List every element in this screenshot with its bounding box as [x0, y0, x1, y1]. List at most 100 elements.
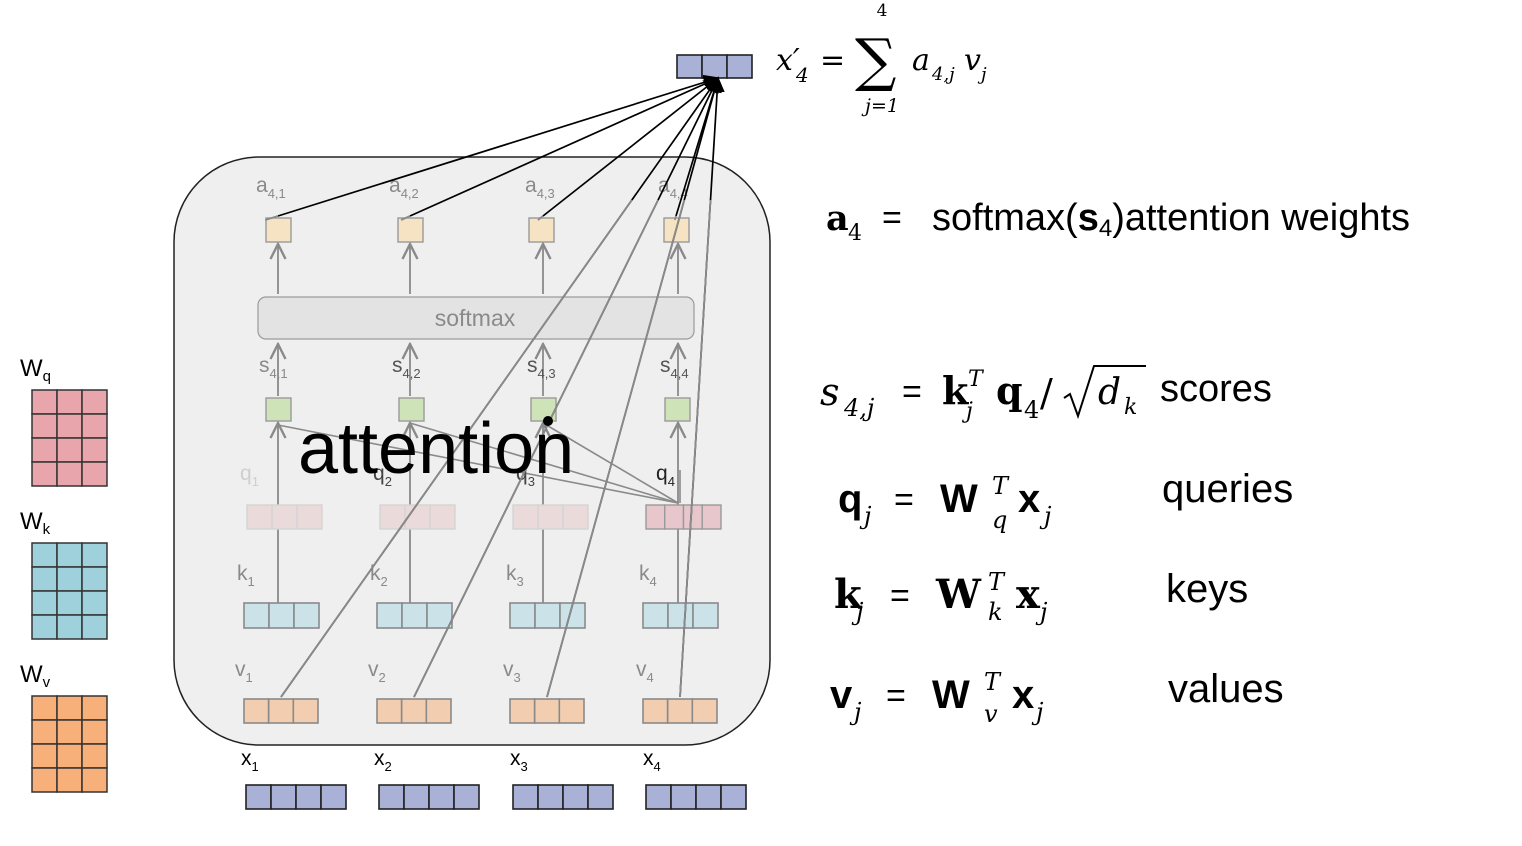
- out-eq-v-sub: j: [977, 64, 987, 85]
- weight-matrix-cell: [56, 590, 83, 616]
- key-label-3-sub: 3: [517, 574, 524, 589]
- weight-label-wk: Wk: [20, 508, 51, 538]
- score-label-4: s4,4: [660, 354, 689, 381]
- key-vector-4-cell: [642, 602, 669, 629]
- output-vector: [676, 54, 753, 79]
- score-label-2-main: s: [392, 354, 403, 377]
- weight-matrix-cell: [81, 437, 108, 463]
- input-vector-3-cell: [562, 784, 589, 810]
- key-label-4-sub: 4: [650, 574, 657, 589]
- value-vector-3-cell: [533, 698, 561, 724]
- output-vector-cell: [676, 54, 703, 79]
- eq-k-w: W: [935, 571, 982, 618]
- eq-k-equals: =: [890, 577, 910, 615]
- weight-matrix-cell: [56, 695, 83, 721]
- flow-line-inner: [546, 199, 686, 698]
- value-label-1-sub: 1: [246, 670, 253, 685]
- attention-weight-arrow: [542, 77, 720, 217]
- eq-s-lhs-sub: 4,j: [843, 394, 875, 422]
- eq-v-desc: values: [1168, 667, 1284, 711]
- key-vector-1-cell: [293, 602, 320, 629]
- eq-q-desc: queries: [1162, 467, 1293, 511]
- out-eq-a: a: [912, 43, 930, 78]
- query-label-4-main: q: [656, 462, 668, 485]
- eq-v-lhs: v: [830, 673, 853, 717]
- key-label-2-sub: 2: [381, 574, 388, 589]
- query-label-2: q2: [373, 462, 392, 489]
- key-vector-4-cell: [667, 602, 694, 629]
- query-cell: [701, 504, 722, 530]
- query-label-1-sub: 1: [252, 474, 259, 489]
- eq-s-k-sup: T: [968, 367, 985, 392]
- input-vector-2-cell: [453, 784, 480, 810]
- key-vector-2-cell: [426, 602, 453, 629]
- query-cell: [645, 504, 666, 530]
- weight-matrix-cell: [31, 437, 58, 463]
- weight-matrix-cell: [56, 767, 83, 793]
- weight-matrix-cell: [81, 461, 108, 487]
- input-vector-4-cell: [645, 784, 672, 810]
- query-cell: [562, 504, 589, 530]
- input-vector-4-cell: [695, 784, 722, 810]
- eq-s-desc: scores: [1160, 368, 1272, 410]
- softmax-box: [257, 296, 695, 340]
- query-label-4: q4: [656, 462, 675, 489]
- weight-label-main: W: [20, 508, 43, 535]
- weight-matrix-wv: [31, 695, 108, 793]
- input-label-1-sub: 1: [252, 759, 259, 774]
- query-cell: [296, 504, 323, 530]
- weight-matrix-cell: [31, 413, 58, 439]
- output-equation: x′ 4 = ∑ 4 j=1 a 4,j v j: [776, 1, 987, 117]
- key-vector-4-cell: [692, 602, 719, 629]
- score-label-4-sub: 4,4: [671, 366, 689, 381]
- sqrt-symbol: [1063, 365, 1146, 420]
- weight-matrix-cell: [31, 389, 58, 415]
- key-label-2: k2: [370, 562, 388, 589]
- key-vector-2-cell: [401, 602, 428, 629]
- out-eq-sigma: ∑: [855, 26, 896, 94]
- weight-matrix-cell: [81, 590, 108, 616]
- input-vector-1: [245, 784, 347, 810]
- score-label-4-main: s: [660, 354, 671, 377]
- value-label-1-main: v: [235, 658, 246, 681]
- weight-matrix-cell: [31, 461, 58, 487]
- value-vector-4-cell: [666, 698, 694, 724]
- eq-v-w: W: [932, 673, 970, 717]
- flow-line-inner: [673, 215, 677, 221]
- eq-q-equals: =: [894, 481, 914, 519]
- input-vector-3-cell: [587, 784, 614, 810]
- key-vector-4: [642, 602, 719, 629]
- query-vector-1: [246, 504, 323, 530]
- flow-line-inner: [280, 199, 633, 698]
- softmax-label: softmax: [435, 305, 516, 331]
- score-label-1-main: s: [259, 354, 270, 377]
- eq-s-k: k: [942, 368, 969, 413]
- weight-matrix-cell: [81, 542, 108, 568]
- score-label-3-sub: 4,3: [538, 366, 556, 381]
- attention-label-3-sub: 4,3: [537, 186, 555, 201]
- value-label-2-main: v: [368, 658, 379, 681]
- eq-a4-rhs-pre: softmax(: [932, 197, 1078, 239]
- eq-s-dk-sub: k: [1124, 395, 1137, 420]
- value-vector-2-cell: [425, 698, 452, 724]
- key-vector-1-cell: [243, 602, 270, 629]
- score-label-1-sub: 4,1: [270, 366, 288, 381]
- key-label-3-main: k: [506, 562, 517, 585]
- eq-k-w-sup: T: [988, 568, 1006, 596]
- input-label-3: x3: [510, 747, 528, 774]
- query-cell: [537, 504, 564, 530]
- input-vector-2-cell: [403, 784, 430, 810]
- score-label-3-main: s: [527, 354, 538, 377]
- weight-label-sub: k: [43, 521, 51, 538]
- eq-s-dk: d: [1098, 372, 1121, 413]
- eq-q-lhs: q: [838, 477, 862, 521]
- key-label-4: k4: [639, 562, 657, 589]
- eq-v-equals: =: [886, 677, 906, 715]
- weight-matrix-cell: [81, 695, 108, 721]
- equation-a4: a 4 = softmax(s4)attention weights: [826, 197, 1410, 246]
- input-vector-1-cell: [270, 784, 297, 810]
- weight-matrix-cell: [81, 413, 108, 439]
- key-vector-3-cell: [509, 602, 536, 629]
- weight-matrix-cell: [31, 566, 58, 592]
- value-vector-2-cell: [400, 698, 428, 724]
